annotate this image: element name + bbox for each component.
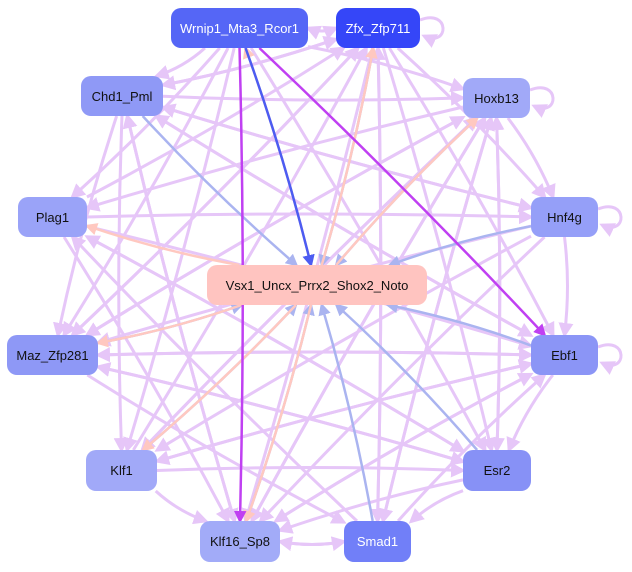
edge-zfx-to-wrnip1 bbox=[305, 25, 337, 40]
node-label: Zfx_Zfp711 bbox=[345, 20, 411, 36]
node-chd1[interactable]: Chd1_Pml bbox=[81, 76, 163, 116]
node-label: Klf16_Sp8 bbox=[210, 534, 270, 549]
edge-wrnip1-to-vsx1 bbox=[244, 47, 315, 268]
edge-vsx1-to-plag1 bbox=[84, 223, 240, 267]
edge-klf1-to-klf16 bbox=[154, 489, 209, 525]
node-label: Plag1 bbox=[35, 209, 70, 225]
edge-ebf1-to-ebf1 bbox=[597, 343, 623, 375]
node-plag1[interactable]: Plag1 bbox=[18, 197, 87, 237]
node-smad1[interactable]: Smad1 bbox=[344, 521, 411, 562]
edge-smad1-to-plag1 bbox=[70, 234, 358, 523]
edge-hnf4g-to-ebf1 bbox=[558, 236, 574, 338]
edge-wrnip1-to-chd1 bbox=[153, 46, 206, 80]
node-label: Smad1 bbox=[356, 534, 399, 549]
node-label: Vsx1_Uncx_Prrx2_Shox2_Noto bbox=[225, 277, 409, 293]
edge-hoxb13-to-hnf4g bbox=[506, 117, 556, 200]
node-label: Chd1_Pml bbox=[91, 88, 153, 104]
edge-klf16-to-chd1 bbox=[122, 113, 237, 522]
edge-hnf4g-to-klf16 bbox=[258, 235, 546, 524]
edge-klf16-to-ebf1 bbox=[274, 372, 534, 523]
node-hoxb13[interactable]: Hoxb13 bbox=[463, 78, 530, 118]
edge-hoxb13-to-hoxb13 bbox=[529, 86, 555, 118]
edge-wrnip1-to-ebf1 bbox=[258, 47, 547, 337]
edge-chd1-to-klf1 bbox=[113, 115, 129, 453]
edge-hnf4g-to-hnf4g bbox=[597, 205, 623, 237]
edge-ebf1-to-esr2 bbox=[506, 374, 554, 453]
edge-ebf1-to-maz bbox=[95, 347, 532, 363]
edge-esr2-to-vsx1 bbox=[334, 303, 479, 451]
edge-smad1-to-klf16 bbox=[277, 536, 345, 552]
edge-smad1-to-hoxb13 bbox=[381, 115, 495, 522]
node-esr2[interactable]: Esr2 bbox=[463, 450, 531, 491]
edge-chd1-to-vsx1 bbox=[141, 115, 299, 267]
node-label: Ebf1 bbox=[551, 347, 578, 363]
edge-wrnip1-to-hoxb13 bbox=[307, 45, 466, 92]
node-label: Klf1 bbox=[110, 463, 133, 478]
edge-plag1-to-hnf4g bbox=[86, 209, 534, 225]
edge-smad1-to-vsx1 bbox=[318, 302, 374, 522]
node-klf1[interactable]: Klf1 bbox=[86, 450, 157, 491]
edge-ebf1-to-chd1 bbox=[153, 114, 532, 337]
edge-esr2-to-klf16 bbox=[277, 478, 464, 534]
edge-klf1-to-ebf1 bbox=[156, 359, 534, 463]
edge-hnf4g-to-chd1 bbox=[160, 103, 532, 210]
edge-hnf4g-to-vsx1 bbox=[387, 224, 532, 268]
node-zfx[interactable]: Zfx_Zfp711 bbox=[336, 8, 420, 48]
edge-zfx-to-ebf1 bbox=[388, 47, 555, 338]
edge-vsx1-to-zfx bbox=[320, 45, 378, 266]
node-label: Wrnip1_Mta3_Rcor1 bbox=[180, 20, 299, 36]
edge-esr2-to-hoxb13 bbox=[489, 115, 505, 451]
node-wrnip1[interactable]: Wrnip1_Mta3_Rcor1 bbox=[171, 8, 308, 48]
node-ebf1[interactable]: Ebf1 bbox=[531, 335, 598, 375]
edge-vsx1-to-klf1 bbox=[141, 304, 297, 452]
edge-esr2-to-smad1 bbox=[408, 489, 464, 524]
node-label: Hnf4g bbox=[547, 209, 582, 225]
edge-wrnip1-to-plag1 bbox=[70, 47, 221, 200]
edge-smad1-to-ebf1 bbox=[396, 373, 547, 522]
edge-ebf1-to-vsx1 bbox=[385, 300, 532, 347]
edge-hoxb13-to-plag1 bbox=[84, 105, 464, 212]
edge-wrnip1-to-esr2 bbox=[249, 47, 487, 453]
edge-klf1-to-zfx bbox=[132, 45, 368, 451]
node-label: Maz_Zfp281 bbox=[16, 347, 89, 363]
node-hnf4g[interactable]: Hnf4g bbox=[531, 197, 598, 237]
edge-ebf1-to-klf16 bbox=[273, 372, 532, 523]
node-vsx1[interactable]: Vsx1_Uncx_Prrx2_Shox2_Noto bbox=[207, 265, 427, 305]
node-maz[interactable]: Maz_Zfp281 bbox=[7, 335, 98, 375]
node-klf16[interactable]: Klf16_Sp8 bbox=[200, 521, 280, 562]
edge-vsx1-to-klf16 bbox=[243, 304, 313, 524]
edge-zfx-to-zfx bbox=[419, 16, 445, 48]
edge-wrnip1-to-maz bbox=[62, 47, 230, 338]
edge-plag1-to-zfx bbox=[86, 46, 347, 199]
edge-vsx1-to-maz bbox=[95, 303, 242, 348]
edge-esr2-to-plag1 bbox=[84, 235, 464, 453]
node-label: Hoxb13 bbox=[474, 90, 519, 106]
node-label: Esr2 bbox=[483, 463, 511, 478]
edge-klf16-to-hoxb13 bbox=[250, 115, 487, 522]
edge-klf1-to-esr2 bbox=[156, 462, 466, 478]
